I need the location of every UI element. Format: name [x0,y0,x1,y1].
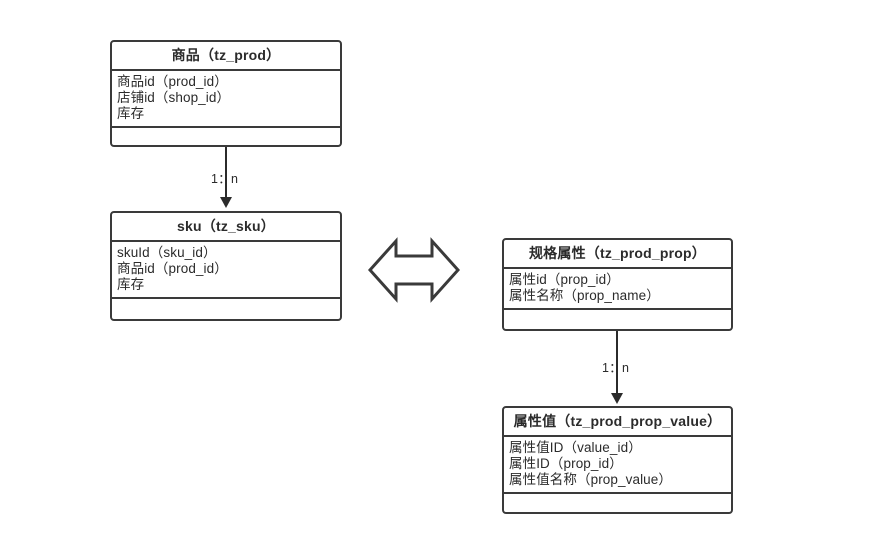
entity-attributes-prod-prop-value: 属性值ID（value_id） 属性ID（prop_id） 属性值名称（prop… [504,437,731,494]
connector-line-prod-to-sku [225,147,227,199]
attribute-row: 属性名称（prop_name） [509,288,660,303]
entity-title-sku: sku（tz_sku） [112,213,340,242]
attribute-row: 属性ID（prop_id） [509,456,623,471]
attribute-row: 属性值ID（value_id） [509,440,642,455]
entity-title-prod: 商品（tz_prod） [112,42,340,71]
attribute-row: 属性id（prop_id） [509,272,620,287]
connector-arrowhead-prop-to-prop-value [611,393,623,404]
attribute-row: 商品id（prod_id） [117,74,228,89]
entity-attributes-prod-prop: 属性id（prop_id） 属性名称（prop_name） [504,269,731,310]
connector-label-prod-to-sku: 1：n [211,172,239,186]
entity-methods-prod-prop-value [504,494,731,512]
attribute-row: 库存 [117,106,145,121]
entity-box-prod-prop[interactable]: 规格属性（tz_prod_prop） 属性id（prop_id） 属性名称（pr… [502,238,733,331]
entity-attributes-prod: 商品id（prod_id） 店铺id（shop_id） 库存 [112,71,340,128]
entity-box-prod-prop-value[interactable]: 属性值（tz_prod_prop_value） 属性值ID（value_id） … [502,406,733,514]
double-headed-arrow-icon [368,237,460,303]
attribute-row: 商品id（prod_id） [117,261,228,276]
connector-label-prop-to-prop-value: 1：n [602,361,630,375]
entity-attributes-sku: skuId（sku_id） 商品id（prod_id） 库存 [112,242,340,299]
attribute-row: 库存 [117,277,145,292]
attribute-row: 店铺id（shop_id） [117,90,231,105]
entity-title-prod-prop: 规格属性（tz_prod_prop） [504,240,731,269]
entity-box-prod[interactable]: 商品（tz_prod） 商品id（prod_id） 店铺id（shop_id） … [110,40,342,147]
attribute-row: skuId（sku_id） [117,245,217,260]
entity-box-sku[interactable]: sku（tz_sku） skuId（sku_id） 商品id（prod_id） … [110,211,342,321]
entity-methods-prod [112,128,340,146]
connector-line-prop-to-prop-value [616,331,618,395]
entity-methods-sku [112,299,340,319]
entity-title-prod-prop-value: 属性值（tz_prod_prop_value） [504,408,731,437]
entity-methods-prod-prop [504,310,731,329]
attribute-row: 属性值名称（prop_value） [509,472,673,487]
connector-arrowhead-prod-to-sku [220,197,232,208]
